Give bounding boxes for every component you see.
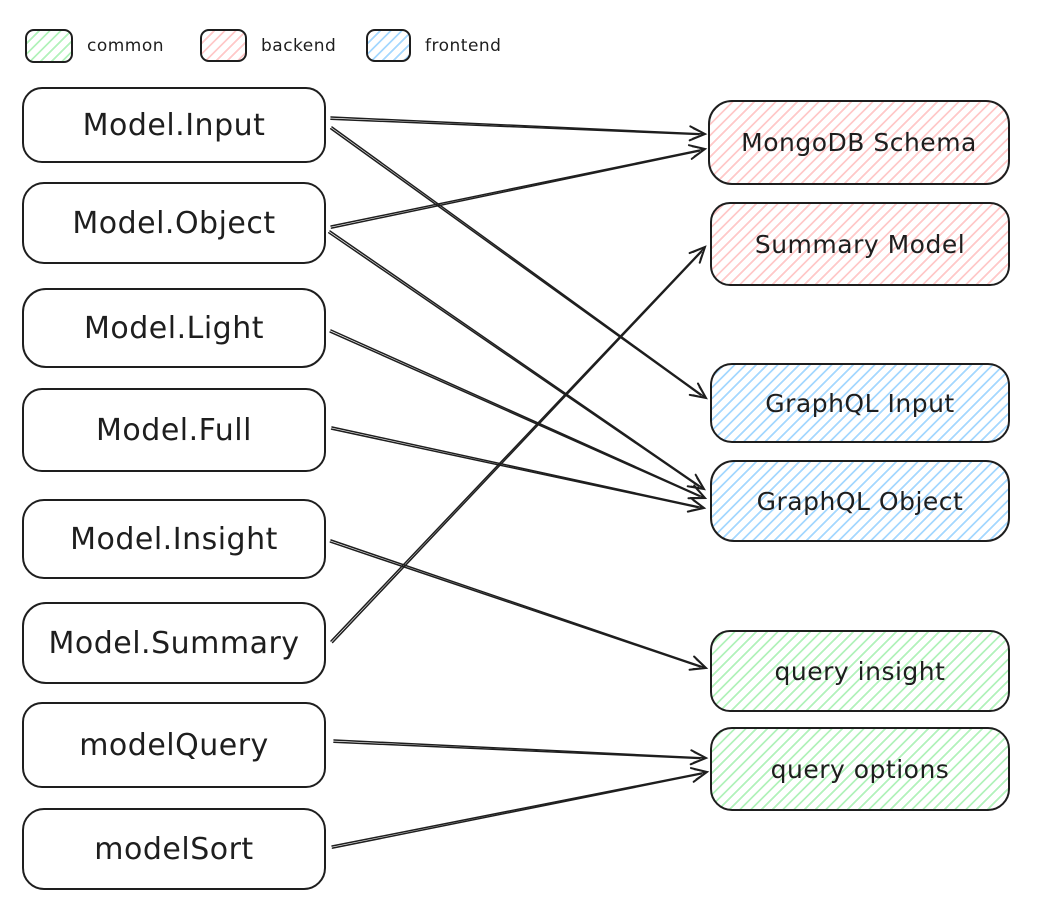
legend-item-frontend: frontend (366, 29, 501, 62)
node-mongodb-schema[interactable]: MongoDB Schema (708, 100, 1010, 185)
node-model-summary[interactable]: Model.Summary (22, 602, 326, 684)
node-graphql-object[interactable]: GraphQL Object (710, 460, 1010, 542)
edge-model-insight-to-query-insight[interactable] (329, 539, 709, 671)
node-label-graphql-input: GraphQL Input (765, 388, 955, 418)
edge-model-input-to-mongodb-schema[interactable] (330, 116, 708, 142)
legend-swatch-backend[interactable] (200, 29, 247, 62)
legend-item-backend: backend (200, 29, 336, 62)
edge-model-full-to-graphql-object[interactable] (330, 426, 707, 513)
edge-model-summary-to-summary-model[interactable] (330, 245, 707, 644)
legend-item-common: common (25, 29, 164, 63)
node-query-options[interactable]: query options (710, 727, 1010, 811)
node-label-model-summary: Model.Summary (48, 625, 300, 661)
node-label-model-insight: Model.Insight (70, 521, 278, 557)
node-label-query-insight: query insight (774, 656, 946, 686)
edge-model-input-to-graphql-input[interactable] (329, 126, 708, 400)
node-model-input[interactable]: Model.Input (22, 87, 326, 163)
node-model-query[interactable]: modelQuery (22, 702, 326, 788)
edge-model-object-to-mongodb-schema[interactable] (330, 144, 708, 229)
legend-swatch-common[interactable] (25, 29, 73, 63)
node-label-mongodb-schema: MongoDB Schema (741, 128, 977, 157)
edge-model-light-to-graphql-object[interactable] (329, 329, 708, 500)
legend-swatch-frontend[interactable] (366, 29, 411, 62)
edge-model-object-to-graphql-object[interactable] (328, 230, 706, 491)
legend-label-backend: backend (261, 35, 337, 56)
node-label-model-object: Model.Object (72, 205, 276, 241)
legend-label-common: common (87, 36, 165, 56)
node-label-summary-model: Summary Model (754, 229, 966, 259)
node-label-model-query: modelQuery (79, 727, 269, 763)
node-model-object[interactable]: Model.Object (22, 182, 326, 264)
node-summary-model[interactable]: Summary Model (710, 202, 1010, 286)
node-label-model-input: Model.Input (82, 107, 266, 143)
node-model-insight[interactable]: Model.Insight (22, 499, 326, 579)
node-label-graphql-object: GraphQL Object (756, 486, 964, 516)
node-label-model-full: Model.Full (96, 412, 252, 448)
edge-model-sort-to-query-options[interactable] (331, 767, 710, 849)
legend-label-frontend: frontend (425, 35, 502, 56)
edge-model-query-to-query-options[interactable] (333, 739, 709, 766)
node-label-model-sort: modelSort (94, 831, 254, 867)
node-model-sort[interactable]: modelSort (22, 808, 326, 890)
node-model-light[interactable]: Model.Light (22, 288, 326, 368)
node-graphql-input[interactable]: GraphQL Input (710, 363, 1010, 443)
node-label-model-light: Model.Light (84, 310, 264, 346)
node-model-full[interactable]: Model.Full (22, 388, 326, 472)
node-label-query-options: query options (770, 754, 950, 784)
node-query-insight[interactable]: query insight (710, 630, 1010, 712)
